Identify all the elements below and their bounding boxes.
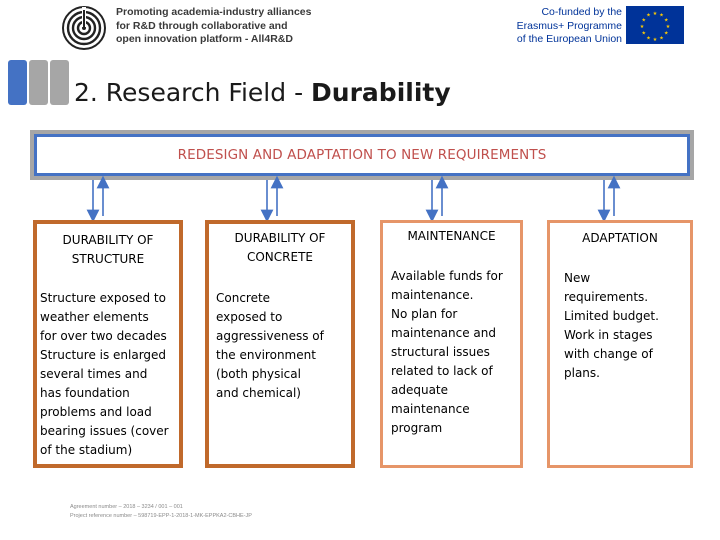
body-line: bearing issues (cover	[40, 424, 169, 438]
heading-line: CONCRETE	[246, 250, 313, 264]
body-line: Work in stages	[564, 328, 653, 342]
accent-bar	[8, 60, 27, 105]
footer-line: Agreement number – 2018 – 3234 / 001 – 0…	[70, 504, 183, 510]
project-logo-icon	[62, 6, 106, 50]
body-line: related to lack of	[391, 364, 493, 378]
durability-structure-heading: DURABILITY OF STRUCTURE	[37, 231, 179, 269]
body-line: (both physical	[216, 367, 301, 381]
footer-agreement-note: Agreement number – 2018 – 3234 / 001 – 0…	[70, 503, 252, 521]
svg-text:★: ★	[653, 37, 658, 43]
accent-bar	[50, 60, 69, 105]
page-title-prefix: 2. Research Field -	[74, 78, 312, 107]
body-line: aggressiveness of	[216, 329, 324, 343]
durability-concrete-heading: DURABILITY OF CONCRETE	[209, 229, 351, 267]
body-line: of the stadium)	[40, 443, 133, 457]
project-tagline: Promoting academia-industry alliances fo…	[116, 6, 311, 47]
body-line: problems and load	[40, 405, 152, 419]
svg-text:★: ★	[646, 13, 651, 19]
svg-text:★: ★	[641, 31, 646, 37]
requirements-banner: REDESIGN AND ADAPTATION TO NEW REQUIREME…	[30, 130, 694, 180]
page-title: 2. Research Field - Durability	[74, 78, 451, 107]
eu-cofunding-text: Co-funded by the Erasmus+ Programme of t…	[510, 6, 622, 47]
body-line: adequate	[391, 383, 449, 397]
body-line: with change of	[564, 347, 653, 361]
durability-concrete-box	[205, 220, 355, 468]
maintenance-body: Available funds for maintenance. No plan…	[391, 267, 522, 438]
body-line: Available funds for	[391, 269, 503, 283]
svg-text:★: ★	[640, 24, 645, 30]
body-line: maintenance	[391, 402, 470, 416]
svg-text:★: ★	[664, 18, 669, 24]
body-line: Structure is enlarged	[40, 348, 167, 362]
body-line: New	[564, 271, 591, 285]
svg-text:★: ★	[664, 31, 669, 37]
page-title-emphasis: Durability	[311, 78, 451, 107]
body-line: Limited budget.	[564, 309, 659, 323]
accent-bar	[29, 60, 48, 105]
svg-text:★: ★	[659, 13, 664, 19]
eu-text-line: Erasmus+ Programme	[516, 19, 622, 32]
heading-line: ADAPTATION	[582, 231, 658, 245]
svg-text:★: ★	[659, 35, 664, 41]
body-line: weather elements	[40, 310, 149, 324]
heading-line: MAINTENANCE	[407, 229, 496, 243]
durability-concrete-body: Concrete exposed to aggressiveness of th…	[216, 289, 352, 403]
body-line: exposed to	[216, 310, 283, 324]
body-line: maintenance.	[391, 288, 474, 302]
body-line: several times and	[40, 367, 148, 381]
eu-text-line: of the European Union	[516, 33, 622, 45]
eu-text-line: Co-funded by the	[541, 6, 622, 18]
heading-line: DURABILITY OF	[62, 233, 154, 247]
adaptation-heading: ADAPTATION	[550, 229, 690, 248]
durability-structure-box	[33, 220, 183, 468]
maintenance-heading: MAINTENANCE	[383, 227, 520, 246]
body-line: the environment	[216, 348, 316, 362]
svg-text:★: ★	[641, 18, 646, 24]
body-line: maintenance and	[391, 326, 497, 340]
eu-flag-icon: ★ ★ ★ ★ ★ ★ ★ ★ ★ ★ ★ ★	[626, 6, 684, 44]
svg-text:★: ★	[646, 35, 651, 41]
body-line: Concrete	[216, 291, 271, 305]
requirements-banner-frame: REDESIGN AND ADAPTATION TO NEW REQUIREME…	[34, 134, 690, 176]
adaptation-box	[547, 220, 693, 468]
project-tagline-line: for R&D through collaborative and	[116, 19, 288, 32]
body-line: requirements.	[564, 290, 649, 304]
body-line: plans.	[564, 366, 600, 380]
durability-structure-body: Structure exposed to weather elements fo…	[40, 289, 182, 460]
body-line: program	[391, 421, 443, 435]
maintenance-box	[380, 220, 523, 468]
body-line: Structure exposed to	[40, 291, 166, 305]
svg-text:★: ★	[666, 24, 671, 30]
heading-line: DURABILITY OF	[234, 231, 326, 245]
body-line: No plan for	[391, 307, 458, 321]
body-line: for over two decades	[40, 329, 167, 343]
body-line: has foundation	[40, 386, 130, 400]
body-line: structural issues	[391, 345, 490, 359]
body-line: and chemical)	[216, 386, 301, 400]
project-tagline-line: open innovation platform - All4R&D	[116, 33, 293, 45]
svg-text:★: ★	[653, 11, 658, 17]
requirements-banner-text: REDESIGN AND ADAPTATION TO NEW REQUIREME…	[177, 147, 547, 163]
project-tagline-line: Promoting academia-industry alliances	[116, 6, 312, 18]
adaptation-body: New requirements. Limited budget. Work i…	[564, 269, 692, 383]
footer-line: Project reference number – 598719-EPP-1-…	[70, 513, 252, 519]
heading-line: STRUCTURE	[71, 252, 145, 266]
